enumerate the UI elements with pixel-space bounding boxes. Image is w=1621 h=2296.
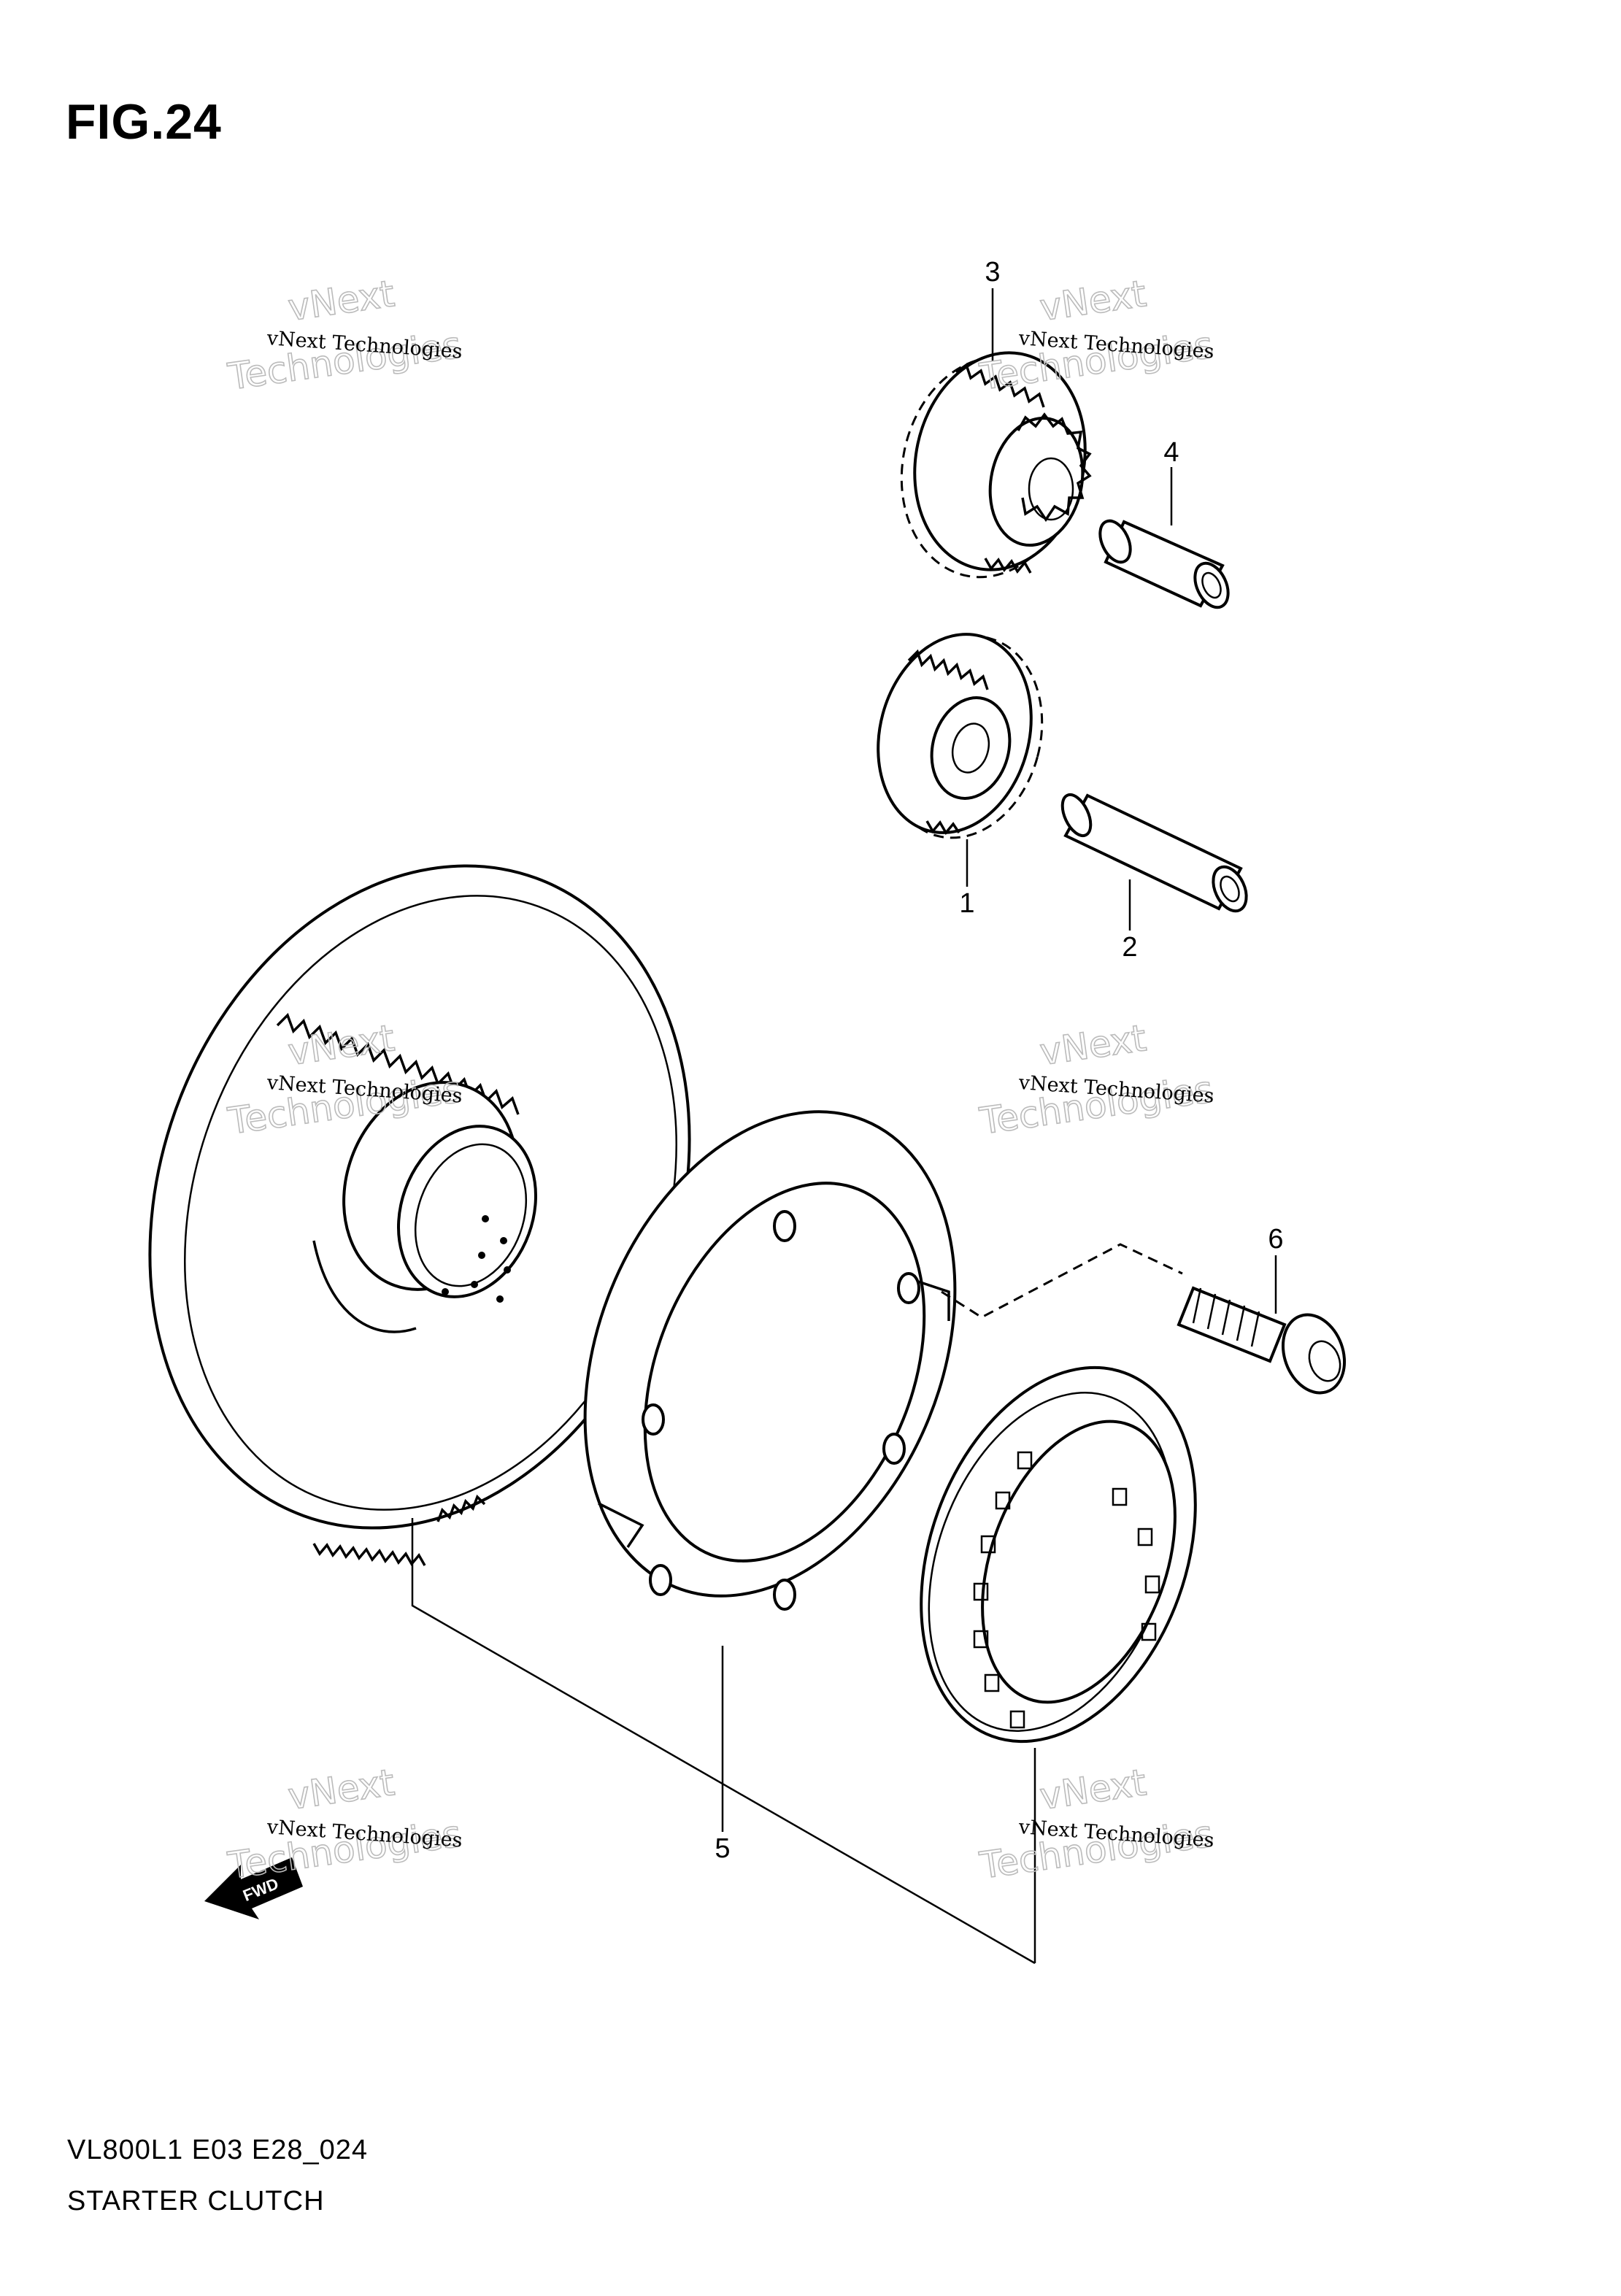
one-way-clutch[interactable]	[872, 1329, 1244, 1780]
model-code: VL800L1 E03 E28_024	[67, 2135, 369, 2165]
svg-text:vNext: vNext	[1037, 1761, 1149, 1818]
figure-title: FIG.24	[66, 94, 222, 150]
svg-text:vNext: vNext	[1037, 272, 1149, 329]
callout-1: 1	[959, 888, 974, 919]
part-3-idle-gear[interactable]	[882, 336, 1105, 593]
part-6-bolt[interactable]	[1177, 1286, 1355, 1401]
part-5-clutch-housing[interactable]	[517, 1056, 1023, 1652]
callout-4: 4	[1163, 437, 1179, 468]
part-4-shaft[interactable]	[1094, 516, 1235, 612]
callout-5: 5	[715, 1833, 730, 1864]
starter-driven-gear[interactable]	[60, 790, 779, 1605]
callout-6: 6	[1268, 1224, 1283, 1255]
callout-3: 3	[985, 257, 1000, 288]
figure-name: STARTER CLUTCH	[67, 2186, 325, 2216]
watermark: vNext Technologies vNext Technologies vN…	[225, 271, 1217, 1887]
leader-lines	[411, 288, 1277, 1965]
svg-text:vNext: vNext	[285, 1761, 397, 1818]
svg-text:vNext: vNext	[285, 272, 397, 329]
part-2-pin[interactable]	[1057, 790, 1253, 916]
svg-text:vNext: vNext	[1037, 1017, 1149, 1074]
callout-2: 2	[1122, 932, 1137, 963]
part-1-gear[interactable]	[857, 617, 1064, 855]
